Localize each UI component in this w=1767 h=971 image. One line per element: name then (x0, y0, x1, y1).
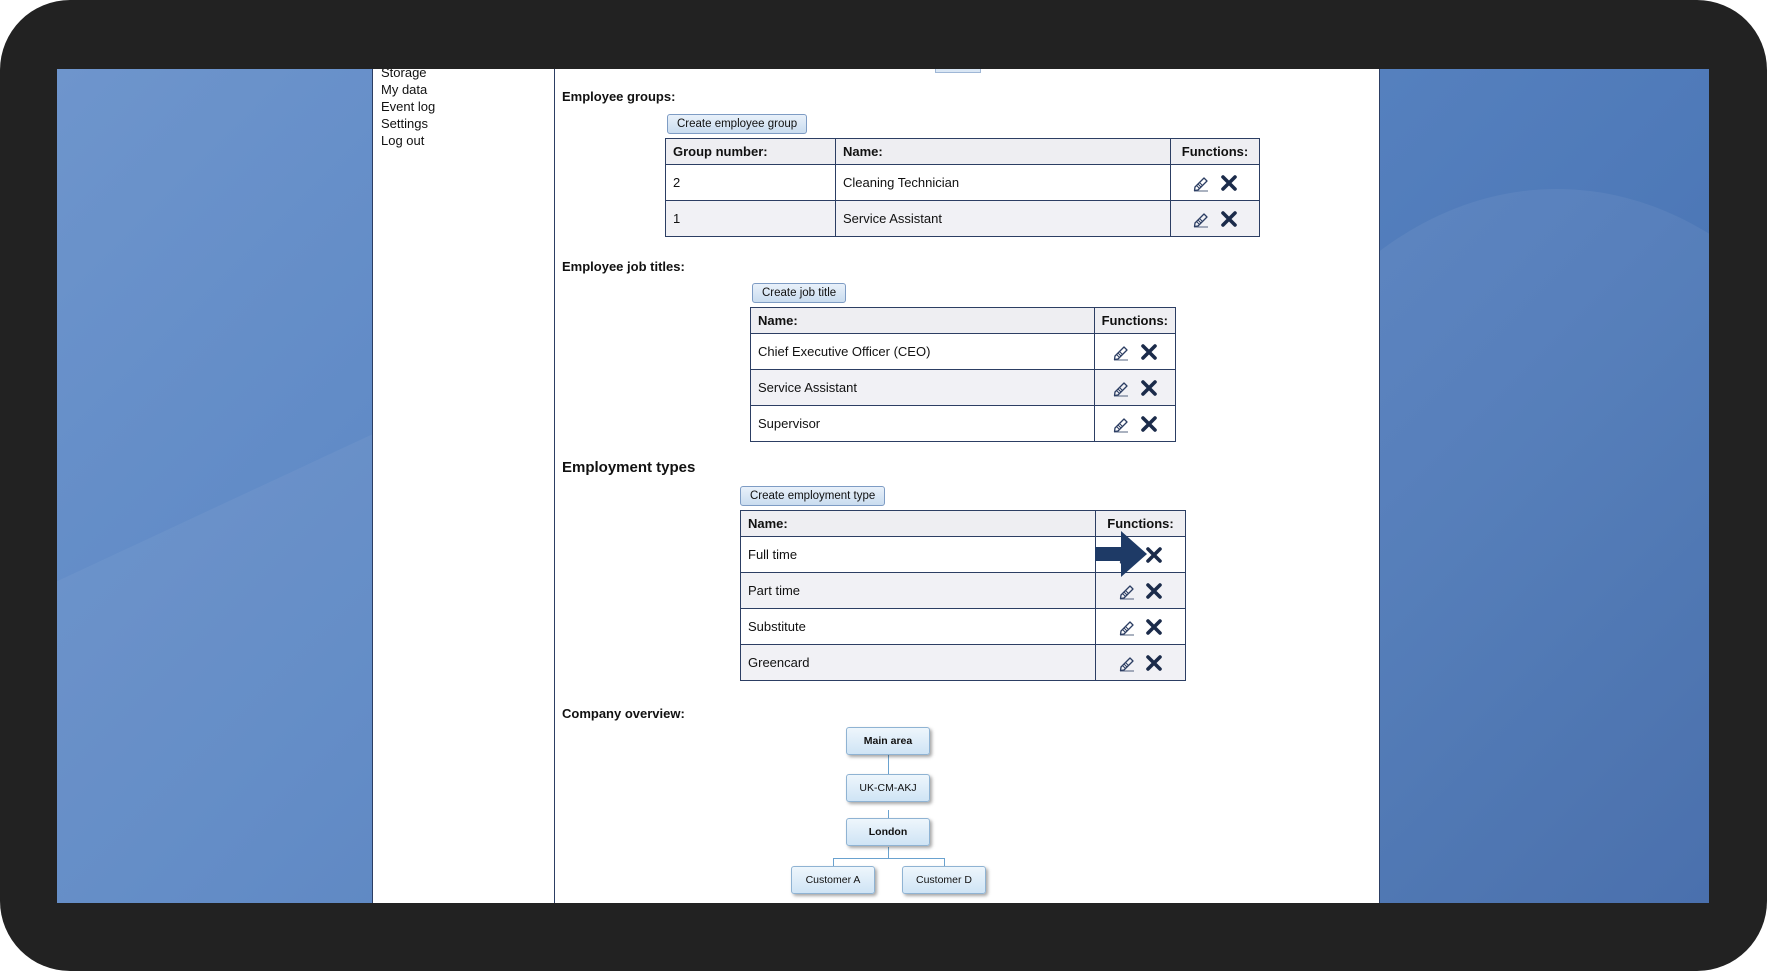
pencil-icon[interactable] (1192, 210, 1210, 228)
pencil-icon[interactable] (1112, 415, 1130, 433)
pencil-icon[interactable] (1118, 654, 1136, 672)
group-name: Cleaning Technician (835, 164, 1171, 201)
close-icon[interactable] (1145, 654, 1163, 672)
functions-cell (1095, 572, 1186, 609)
employment-types-title: Employment types (562, 459, 696, 476)
org-connector (888, 847, 889, 859)
close-icon[interactable] (1140, 343, 1158, 361)
desktop: Storage My data Event log Settings Log o… (57, 69, 1709, 903)
employment-type-name: Substitute (740, 608, 1096, 645)
arrow-right-icon (1095, 531, 1147, 577)
job-titles-title: Employee job titles: (562, 259, 685, 274)
create-employee-group-button[interactable]: Create employee group (667, 114, 808, 134)
org-connector (888, 810, 889, 819)
top-tab[interactable] (935, 69, 981, 73)
table-row: Supervisor (750, 405, 1177, 442)
employee-groups-title: Employee groups: (562, 89, 676, 104)
company-overview-title: Company overview: (562, 706, 685, 721)
group-number: 2 (665, 164, 836, 201)
pencil-icon[interactable] (1118, 618, 1136, 636)
pencil-icon[interactable] (1192, 174, 1210, 192)
column-header: Functions: (1095, 510, 1186, 537)
browser-window: Storage My data Event log Settings Log o… (372, 69, 1380, 903)
nav-my-data[interactable]: My data (381, 82, 428, 97)
functions-cell (1093, 333, 1177, 370)
main-content: Employee groups: Create employee group G… (555, 69, 1378, 903)
job-title-name: Service Assistant (750, 369, 1095, 406)
functions-cell (1170, 200, 1260, 237)
functions-cell (1093, 369, 1177, 406)
org-node-code[interactable]: UK-CM-AKJ (846, 774, 930, 802)
column-header: Name: (835, 138, 1171, 165)
functions-cell (1170, 164, 1260, 201)
org-node-main-area[interactable]: Main area (846, 727, 930, 755)
table-row: Service Assistant (750, 369, 1177, 406)
column-header: Group number: (665, 138, 836, 165)
column-header: Functions: (1093, 307, 1177, 334)
org-connector (833, 858, 834, 867)
table-row: Substitute (740, 608, 1186, 645)
org-node-london[interactable]: London (846, 818, 930, 846)
pencil-icon[interactable] (1112, 379, 1130, 397)
functions-cell (1093, 405, 1177, 442)
employment-type-name: Full time (740, 536, 1096, 573)
column-header: Name: (750, 307, 1095, 334)
sidebar: Storage My data Event log Settings Log o… (373, 69, 555, 903)
employee-groups-table: Group number: Name: Functions: 2 Cleanin… (665, 138, 1260, 237)
org-connector (944, 858, 945, 867)
employment-types-table: Name: Functions: Full time (740, 510, 1186, 681)
table-row: Chief Executive Officer (CEO) (750, 333, 1177, 370)
nav-event-log[interactable]: Event log (381, 99, 436, 114)
close-icon[interactable] (1140, 379, 1158, 397)
close-icon[interactable] (1145, 582, 1163, 600)
employment-type-name: Greencard (740, 644, 1096, 681)
nav-log-out[interactable]: Log out (381, 133, 425, 148)
job-title-name: Chief Executive Officer (CEO) (750, 333, 1095, 370)
column-header: Functions: (1170, 138, 1260, 165)
close-icon[interactable] (1145, 618, 1163, 636)
close-icon[interactable] (1220, 210, 1238, 228)
job-titles-table: Name: Functions: Chief Executive Officer… (750, 307, 1177, 442)
employment-type-name: Part time (740, 572, 1096, 609)
pencil-icon[interactable] (1112, 343, 1130, 361)
create-job-title-button[interactable]: Create job title (752, 283, 847, 303)
org-node-customer-d[interactable]: Customer D (902, 866, 986, 894)
nav-settings[interactable]: Settings (381, 116, 428, 131)
create-employment-type-button[interactable]: Create employment type (740, 486, 886, 506)
close-icon[interactable] (1220, 174, 1238, 192)
org-connector (888, 749, 889, 783)
functions-cell (1095, 608, 1186, 645)
table-row: 2 Cleaning Technician (665, 164, 1260, 201)
table-row: Greencard (740, 644, 1186, 681)
functions-cell (1095, 644, 1186, 681)
close-icon[interactable] (1145, 546, 1163, 564)
column-header: Name: (740, 510, 1096, 537)
table-row: Part time (740, 572, 1186, 609)
close-icon[interactable] (1140, 415, 1158, 433)
job-title-name: Supervisor (750, 405, 1095, 442)
nav-storage[interactable]: Storage (381, 69, 427, 80)
table-row: 1 Service Assistant (665, 200, 1260, 237)
org-connector (833, 858, 944, 859)
group-number: 1 (665, 200, 836, 237)
pencil-icon[interactable] (1118, 582, 1136, 600)
org-node-customer-a[interactable]: Customer A (791, 866, 875, 894)
group-name: Service Assistant (835, 200, 1171, 237)
